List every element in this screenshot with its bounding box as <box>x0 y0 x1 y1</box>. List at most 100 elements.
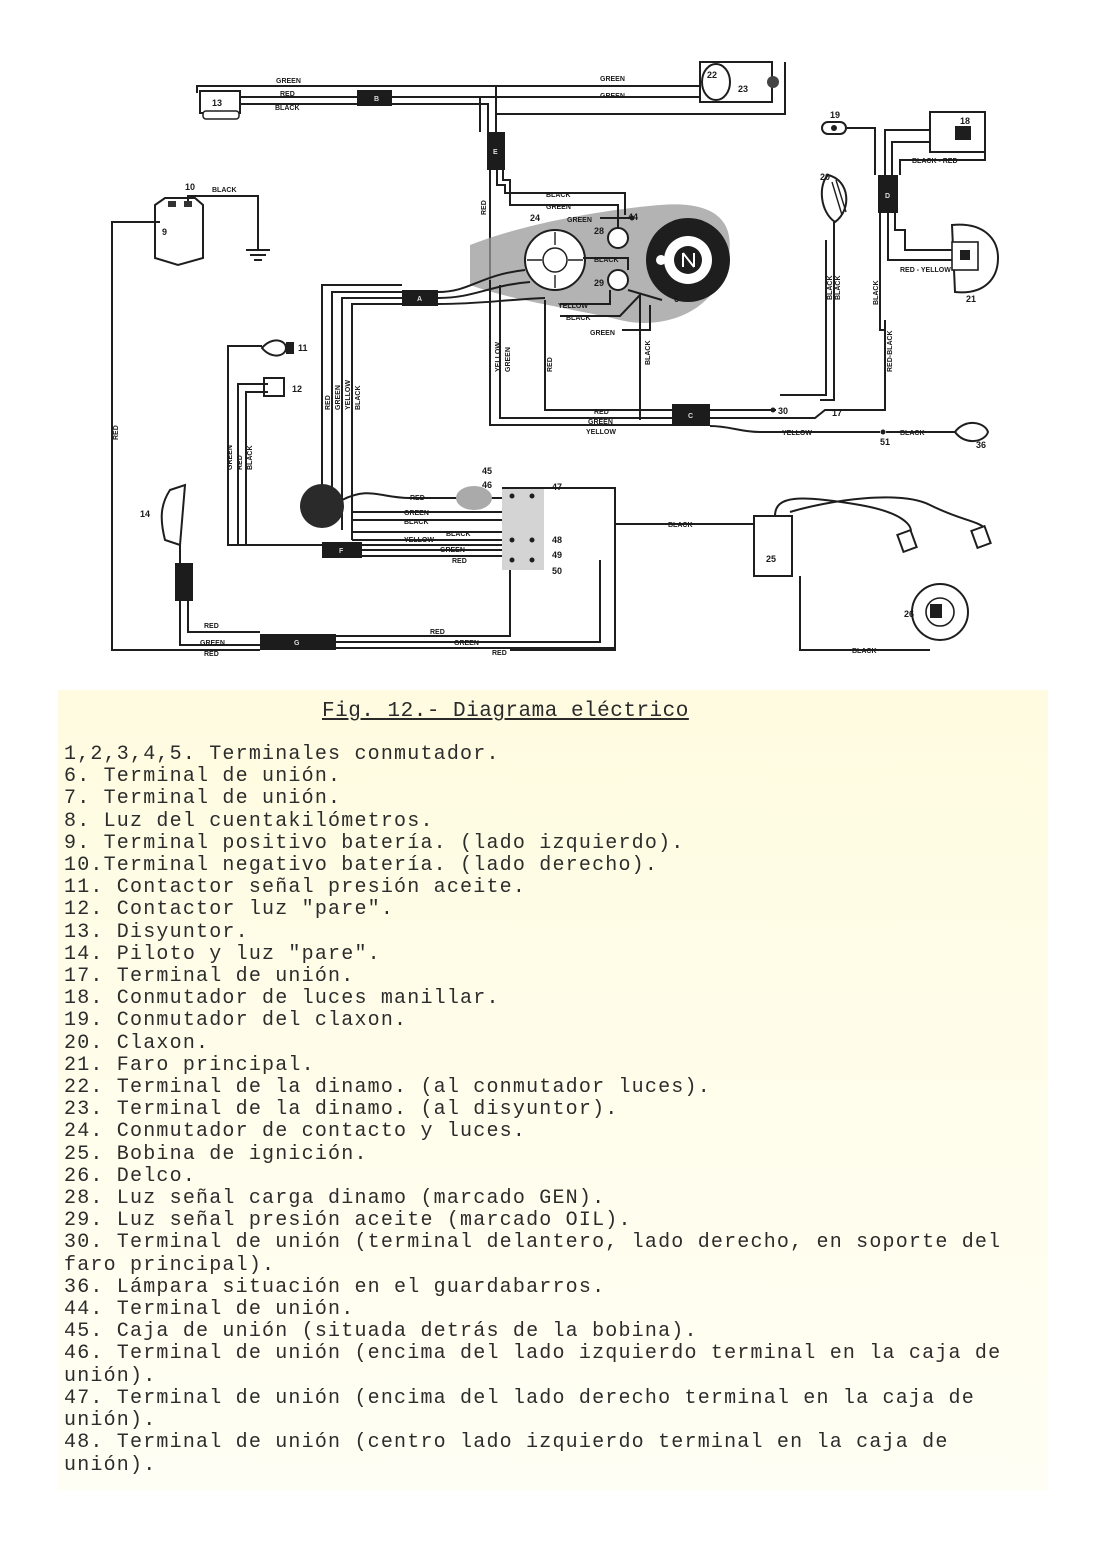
legend-item: 9. Terminal positivo batería. (lado izqu… <box>64 831 685 855</box>
label-18: 18 <box>960 116 970 126</box>
legend-item: 29. Luz señal presión aceite (marcado OI… <box>64 1209 632 1233</box>
label-11: 11 <box>298 343 308 353</box>
wire-label-black: BLACK <box>668 522 693 529</box>
wire-label-black: BLACK <box>900 430 925 437</box>
ignition-components: 25 BLACK 26 <box>753 496 992 655</box>
wire-label-green: GREEN <box>200 640 225 647</box>
legend-paper <box>58 690 1048 1490</box>
wire-label-green: GREEN <box>404 510 429 517</box>
dynamo: 22 23 <box>699 61 779 103</box>
wire-label-yellow: YELLOW <box>345 380 352 410</box>
wire-label-green: GREEN <box>454 640 479 647</box>
wire-label-black: BLACK <box>355 386 362 411</box>
connector-g <box>260 634 336 650</box>
label-17: 17 <box>832 408 842 418</box>
wire-label-black: BLACK <box>546 192 571 199</box>
wire-label-yellow: YELLOW <box>558 303 588 310</box>
wire-label-black: BLACK <box>275 105 300 112</box>
wire-label-green: GREEN <box>227 445 234 470</box>
figure-caption: Fig. 12.- Diagrama eléctrico <box>322 700 689 723</box>
legend-item: 20. Claxon. <box>64 1031 210 1055</box>
legend-item: 18. Conmutador de luces manillar. <box>64 987 500 1011</box>
wire-label-red: RED <box>492 650 507 657</box>
wire-label-red: RED <box>410 495 425 502</box>
legend-item: 1,2,3,4,5. Terminales conmutador. <box>64 743 500 766</box>
connector-d-label: D <box>885 193 890 200</box>
wire-label-green: GREEN <box>588 419 613 426</box>
legend-item: 12. Contactor luz "pare". <box>64 898 395 922</box>
legend-item: 28. Luz señal carga dinamo (marcado GEN)… <box>64 1187 606 1211</box>
headlamp-shell: 24 28 29 44 6 BLACK GREEN GREEN BLACK YE… <box>470 192 730 420</box>
label-9: 9 <box>162 227 167 237</box>
wire-label-black: BLACK <box>852 648 877 655</box>
wire-label-black: BLACK <box>835 276 842 301</box>
wire-label-yellow: YELLOW <box>495 342 502 372</box>
legend-item: 21. Faro principal. <box>64 1053 315 1077</box>
wire-label-black: BLACK <box>594 257 619 264</box>
legend-item: 25. Bobina de ignición. <box>64 1142 368 1166</box>
legend-item: 11. Contactor señal presión aceite. <box>64 876 527 900</box>
label-30: 30 <box>778 406 788 416</box>
legend-item: 24. Conmutador de contacto y luces. <box>64 1120 527 1144</box>
legend-item: 47. Terminal de unión (encima del lado d… <box>64 1386 989 1433</box>
legend-item: 7. Terminal de unión. <box>64 787 342 811</box>
left-components: 11 12 GREEN RED BLACK 14 <box>140 339 322 646</box>
legend-item: 45. Caja de unión (situada detrás de la … <box>64 1320 698 1344</box>
wire-label-green: GREEN <box>440 547 465 554</box>
label-6: 6 <box>674 294 679 304</box>
wire-label-green: GREEN <box>276 78 301 85</box>
connector-b-label: B <box>374 96 379 103</box>
wire-label-black: BLACK <box>212 187 237 194</box>
wire-label-yellow: YELLOW <box>782 430 812 437</box>
label-45: 45 <box>482 466 492 476</box>
wire-label-red-black: RED-BLACK <box>887 330 894 372</box>
wire-label-red: RED <box>481 200 488 215</box>
label-12: 12 <box>292 384 302 394</box>
legend-item: 44. Terminal de unión. <box>64 1298 355 1322</box>
harness-c: C RED GREEN YELLOW 30 17 YELLOW 51 BLACK… <box>586 320 990 450</box>
wiring-diagram: B GREEN RED BLACK GREEN GREEN 13 22 23 E… <box>111 61 1000 658</box>
label-46: 46 <box>482 480 492 490</box>
wire-label-black: BLACK <box>566 315 591 322</box>
battery: 10 9 BLACK RED <box>111 182 270 651</box>
wire-label-green: GREEN <box>600 76 625 83</box>
label-25: 25 <box>766 554 776 564</box>
legend-item: 13. Disyuntor. <box>64 920 249 944</box>
connector-e-label: E <box>493 149 498 156</box>
legend-item: 26. Delco. <box>64 1164 197 1188</box>
legend-item: 46. Terminal de unión (encima del lado i… <box>64 1342 1015 1388</box>
label-47: 47 <box>552 482 562 492</box>
wire-label-green: GREEN <box>546 204 571 211</box>
legend-item: 48. Terminal de unión (centro lado izqui… <box>64 1431 962 1477</box>
connector-c <box>672 404 710 426</box>
junction-box-45: 45 46 47 48 49 50 BLACK <box>482 466 754 651</box>
legend-item: 36. Lámpara situación en el guardabarros… <box>64 1275 606 1299</box>
connector-e <box>487 132 505 170</box>
connector-c-label: C <box>688 413 693 420</box>
label-24: 24 <box>530 213 540 223</box>
label-51: 51 <box>880 437 890 447</box>
legend-item: 23. Terminal de la dinamo. (al disyuntor… <box>64 1098 619 1122</box>
wire-label-red: RED <box>430 629 445 636</box>
harness-f: F GREEN RED RED GREEN BLACK BLACK YELLOW <box>300 484 502 565</box>
label-26: 26 <box>904 609 914 619</box>
label-28: 28 <box>594 226 604 236</box>
wire-label-yellow: YELLOW <box>404 537 434 544</box>
label-21: 21 <box>966 294 976 304</box>
label-44: 44 <box>628 212 638 222</box>
wire-label-black: BLACK <box>404 519 429 526</box>
wire-label-black: BLACK <box>446 531 471 538</box>
connector-f-label: F <box>339 548 344 555</box>
wire-label-black-red: BLACK - RED <box>912 158 958 165</box>
label-19: 19 <box>830 110 840 120</box>
legend-item: 8. Luz del cuentakilómetros. <box>64 809 434 833</box>
legend-item: 14. Piloto y luz "pare". <box>64 942 381 966</box>
harness-a: A RED YELLOW GREEN RED RED GREEN YELLOW … <box>321 200 672 540</box>
wire-label-red: RED <box>594 409 609 416</box>
wire-label-red-yellow: RED - YELLOW <box>900 267 951 274</box>
wire-label-green: GREEN <box>567 217 592 224</box>
label-20: 20 <box>820 172 830 182</box>
wire-label-black: BLACK <box>645 341 652 366</box>
wire-label-green: GREEN <box>590 330 615 337</box>
wire-label-red: RED <box>280 91 295 98</box>
